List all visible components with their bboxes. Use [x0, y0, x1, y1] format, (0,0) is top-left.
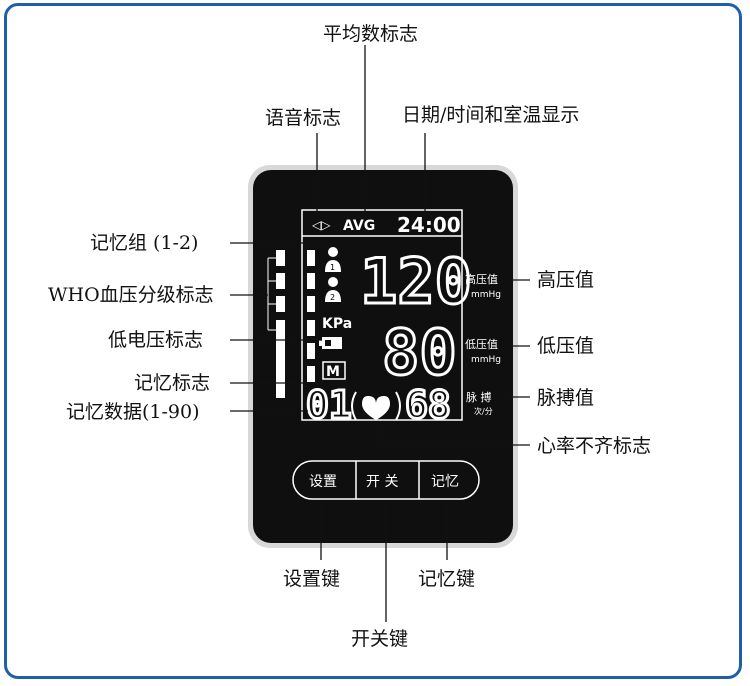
blue-border-frame	[4, 3, 742, 679]
callout-who-grade: WHO血压分级标志	[48, 284, 214, 306]
callout-voice-mark: 语音标志	[265, 107, 341, 129]
svg-text:1: 1	[330, 263, 335, 272]
callout-arrhythmia: 心率不齐标志	[537, 435, 651, 457]
callout-low-battery: 低电压标志	[108, 329, 203, 351]
systolic-label: 高压值	[465, 272, 498, 286]
settings-button[interactable]: 设置	[295, 463, 355, 497]
pulse-label: 脉 搏	[466, 390, 492, 404]
diastolic-label: 低压值	[465, 338, 498, 351]
who-grade-bars	[276, 250, 285, 398]
lcd-screen	[301, 209, 463, 421]
button-group	[292, 460, 480, 500]
callout-datetime-temp: 日期/时间和室温显示	[402, 104, 579, 126]
systolic-digits: 120	[360, 245, 472, 318]
callout-memory-data: 记忆数据(1-90)	[66, 401, 200, 423]
memory-icon: M	[322, 361, 346, 380]
callout-diastolic: 低压值	[537, 335, 594, 357]
time-display: 24:00	[397, 213, 461, 237]
svg-text:开 关[interactable]: 开 关	[366, 474, 398, 490]
callout-systolic: 高压值	[537, 269, 594, 291]
callout-memory-mark: 记忆标志	[134, 372, 210, 394]
pulse-unit: 次/分	[474, 406, 493, 416]
svg-text:设置[interactable]: 设置	[309, 474, 337, 490]
device-body	[253, 170, 513, 543]
avg-indicator: AVG	[343, 218, 375, 234]
callout-memory-group: 记忆组 (1-2)	[90, 232, 198, 254]
pulse-digits: 68	[405, 383, 451, 427]
memory-index-digits: 01	[306, 383, 352, 427]
svg-text:M: M	[326, 364, 340, 380]
callout-power-key: 开关键	[351, 628, 408, 650]
kpa-indicator: KPa	[322, 316, 352, 332]
leader-lines	[230, 45, 530, 622]
callout-avg-mark: 平均数标志	[323, 23, 418, 45]
heart-icon	[351, 391, 401, 421]
callout-memory-key: 记忆键	[418, 568, 475, 590]
power-button[interactable]: 开 关	[357, 463, 418, 497]
user-group-icon: 1 2	[325, 247, 341, 302]
callout-pulse: 脉搏值	[537, 387, 594, 409]
low-battery-icon	[319, 337, 342, 349]
callout-settings-key: 设置键	[283, 568, 340, 590]
systolic-unit: mmHg	[471, 290, 501, 300]
diastolic-unit: mmHg	[471, 355, 501, 365]
voice-icon: ◁▷	[311, 218, 331, 232]
svg-text:记忆[interactable]: 记忆	[431, 474, 459, 490]
who-bracket	[267, 257, 276, 331]
small-indicator-bars	[307, 250, 315, 382]
memory-button[interactable]: 记忆	[420, 463, 477, 497]
diastolic-digits: 80	[382, 316, 457, 389]
svg-text:2: 2	[330, 293, 335, 302]
